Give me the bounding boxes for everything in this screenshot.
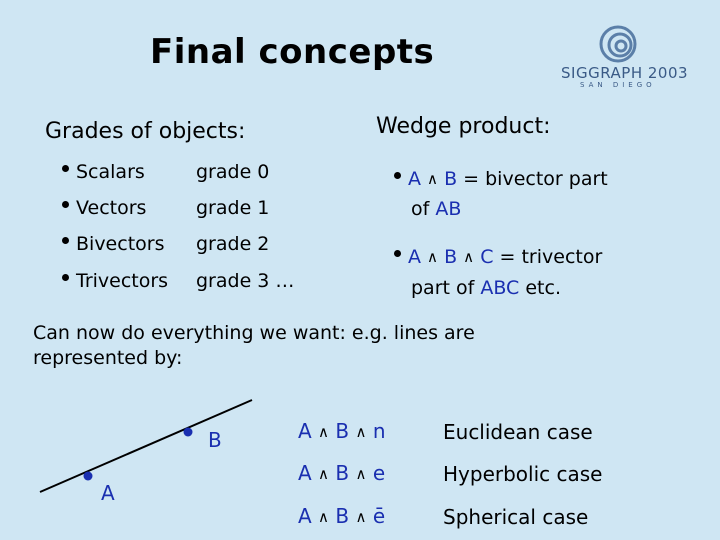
wedge-symbol: ∧ <box>427 248 439 266</box>
wedge-item-trivector-line2: part of ABC etc. <box>411 277 561 299</box>
line-figure <box>39 399 253 493</box>
wedge-text: etc. <box>519 277 561 299</box>
wedge-text: = trivector <box>493 246 603 268</box>
wedge-heading: Wedge product: <box>376 114 551 139</box>
case-label-spherical: Spherical case <box>443 505 589 529</box>
grade-item-scalars: Scalars <box>62 161 145 183</box>
wedge-symbol: ∧ <box>318 423 330 441</box>
symbol-a: A <box>408 246 421 268</box>
siggraph-logo: SIGGRAPH 2003 SAN DIEGO <box>555 24 689 94</box>
symbol-b: B <box>335 461 350 485</box>
symbol-b: B <box>335 504 350 528</box>
wedge-item-trivector: A ∧ B ∧ C = trivector <box>394 246 602 268</box>
wedge-text: part of <box>411 277 481 299</box>
wedge-item-bivector: A ∧ B = bivector part <box>394 168 608 190</box>
wedge-symbol: ∧ <box>427 170 439 188</box>
bullet <box>394 172 401 179</box>
point-label-a: A <box>101 481 115 505</box>
grades-heading: Grades of objects: <box>45 119 246 144</box>
grade-item-vectors: Vectors <box>62 197 146 219</box>
wedge-symbol: ∧ <box>355 465 367 483</box>
symbol-a: A <box>298 419 312 443</box>
bullet <box>62 237 69 244</box>
bullet <box>62 201 69 208</box>
case-label-hyperbolic: Hyperbolic case <box>443 462 603 486</box>
label-b: B <box>208 428 222 452</box>
grade-name: Bivectors <box>76 233 165 255</box>
point-label-b: B <box>208 428 222 452</box>
grade-value: grade 2 <box>196 233 270 255</box>
summary-line-2: represented by: <box>33 347 183 369</box>
logo-subtext: SAN DIEGO <box>580 81 656 89</box>
label-a: A <box>101 481 115 505</box>
grade-item-trivectors: Trivectors <box>62 270 168 292</box>
symbol-e-bar: ē <box>372 504 386 528</box>
grade-name: Trivectors <box>76 270 169 292</box>
symbol-abc: ABC <box>480 277 520 299</box>
case-expression-hyperbolic: A ∧ B ∧ e <box>298 461 385 485</box>
line <box>39 399 253 493</box>
grade-name: Vectors <box>76 197 147 219</box>
wedge-text: of <box>411 198 436 220</box>
wedge-symbol: ∧ <box>318 508 330 526</box>
case-label-euclidean: Euclidean case <box>443 420 593 444</box>
symbol-b: B <box>335 419 350 443</box>
symbol-a: A <box>298 461 312 485</box>
point-a <box>83 471 93 481</box>
symbol-c: C <box>480 246 494 268</box>
symbol-b: B <box>444 246 458 268</box>
bullet <box>394 250 401 257</box>
wedge-symbol: ∧ <box>318 465 330 483</box>
page-title: Final concepts <box>150 32 435 72</box>
summary-line-1: Can now do everything we want: e.g. line… <box>33 322 475 344</box>
bullet <box>62 165 69 172</box>
grade-value: grade 1 <box>196 197 270 219</box>
grade-value: grade 0 <box>196 161 270 183</box>
grade-name: Scalars <box>76 161 145 183</box>
logo-text: SIGGRAPH 2003 <box>561 64 689 82</box>
symbol-b: B <box>444 168 458 190</box>
grade-value: grade 3 … <box>196 270 295 292</box>
wedge-symbol: ∧ <box>355 508 367 526</box>
symbol-a: A <box>408 168 421 190</box>
grade-item-bivectors: Bivectors <box>62 233 164 255</box>
point-b <box>183 427 193 437</box>
wedge-item-bivector-line2: of AB <box>411 198 461 220</box>
wedge-text: = bivector part <box>457 168 608 190</box>
symbol-n: n <box>372 419 386 443</box>
case-expression-euclidean: A ∧ B ∧ n <box>298 419 386 443</box>
symbol-ab: AB <box>435 198 462 220</box>
spiral-icon <box>599 25 637 63</box>
case-expression-spherical: A ∧ B ∧ ē <box>298 504 385 528</box>
symbol-a: A <box>298 504 312 528</box>
wedge-symbol: ∧ <box>463 248 475 266</box>
wedge-symbol: ∧ <box>355 423 367 441</box>
bullet <box>62 274 69 281</box>
symbol-e: e <box>372 461 386 485</box>
